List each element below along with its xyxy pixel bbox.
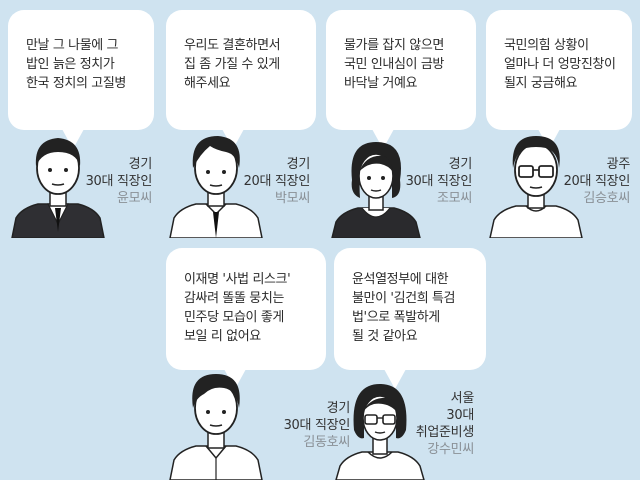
speaker-region: 경기: [326, 401, 351, 416]
quote-line: 법'으로 폭발하게: [352, 310, 440, 325]
quote-line: 이재명 '사법 리스크': [184, 272, 291, 287]
speaker-region: 경기: [448, 157, 473, 172]
speaker-info-5: 경기 30대 직장인 김동호씨: [283, 400, 351, 451]
speaker-region: 광주: [606, 157, 631, 172]
speaker-region: 경기: [286, 157, 311, 172]
quote-line: 될 것 같아요: [352, 329, 418, 344]
man-avatar-shirt: [169, 374, 263, 480]
speaker-region: 서울: [450, 391, 475, 406]
speaker-info-3: 경기 30대 직장인 조모씨: [405, 156, 473, 207]
quote-line: 바닥날 거예요: [344, 76, 418, 91]
speaker-info-1: 경기 30대 직장인 윤모씨: [85, 156, 153, 207]
speaker-name: 강수민씨: [427, 442, 474, 457]
quote-line: 물가를 잡지 않으면: [344, 38, 444, 53]
woman-avatar: [331, 142, 421, 238]
quote-line: 국민의힘 상황이: [504, 38, 589, 53]
man-avatar-suit: [11, 138, 105, 238]
woman-avatar-glasses: [335, 384, 425, 480]
quote-line: 집 좀 가질 수 있게: [184, 57, 280, 72]
speaker-info-2: 경기 20대 직장인 박모씨: [243, 156, 311, 207]
quote-line: 해주세요: [184, 76, 231, 91]
man-avatar-shirt-tie: [169, 136, 263, 238]
quote-line: 불만이 '김건희 특검: [352, 291, 456, 306]
speaker-name: 김승호씨: [583, 191, 630, 206]
speaker-occupation: 30대 직장인: [85, 174, 153, 189]
speech-bubble-1: 만날 그 나물에 그 밥인 늙은 정치가 한국 정치의 고질병: [8, 10, 154, 149]
quote-line: 밥인 늙은 정치가: [26, 57, 115, 72]
speaker-name: 윤모씨: [117, 191, 152, 206]
speech-bubble-2: 우리도 결혼하면서 집 좀 가질 수 있게 해주세요: [166, 10, 316, 149]
speaker-info-6: 서울 30대 취업준비생 강수민씨: [415, 390, 475, 458]
quote-line: 윤석열정부에 대한: [352, 272, 449, 287]
quote-line: 만날 그 나물에 그: [26, 38, 119, 53]
speaker-name: 박모씨: [275, 191, 310, 206]
speaker-occupation: 취업준비생: [415, 425, 475, 440]
speaker-occupation: 20대 직장인: [563, 174, 631, 189]
speech-bubble-6: 윤석열정부에 대한 불만이 '김건희 특검 법'으로 폭발하게 될 것 같아요: [334, 248, 486, 389]
speaker-occupation: 30대 직장인: [283, 418, 351, 433]
quote-line: 한국 정치의 고질병: [26, 76, 126, 91]
quote-line: 보일 리 없어요: [184, 329, 261, 344]
quote-line: 될지 궁금해요: [504, 76, 578, 91]
speaker-name: 김동호씨: [303, 435, 350, 450]
speaker-occupation: 30대 직장인: [405, 174, 473, 189]
speaker-occupation: 20대 직장인: [243, 174, 311, 189]
quote-line: 우리도 결혼하면서: [184, 38, 281, 53]
speaker-info-4: 광주 20대 직장인 김승호씨: [563, 156, 631, 207]
quote-line: 얼마나 더 엉망진창이: [504, 57, 616, 72]
speaker-region: 경기: [128, 157, 153, 172]
speech-bubble-5: 이재명 '사법 리스크' 감싸려 똘똘 뭉치는 민주당 모습이 좋게 보일 리 …: [166, 248, 326, 389]
speaker-age: 30대: [446, 408, 474, 423]
quote-line: 국민 인내심이 금방: [344, 57, 444, 72]
man-avatar-glasses: [489, 136, 583, 238]
speech-bubble-3: 물가를 잡지 않으면 국민 인내심이 금방 바닥날 거예요: [326, 10, 476, 149]
speaker-name: 조모씨: [437, 191, 472, 206]
speech-bubble-4: 국민의힘 상황이 얼마나 더 엉망진창이 될지 궁금해요: [486, 10, 632, 149]
quote-line: 민주당 모습이 좋게: [184, 310, 284, 325]
quote-line: 감싸려 똘똘 뭉치는: [184, 291, 284, 306]
